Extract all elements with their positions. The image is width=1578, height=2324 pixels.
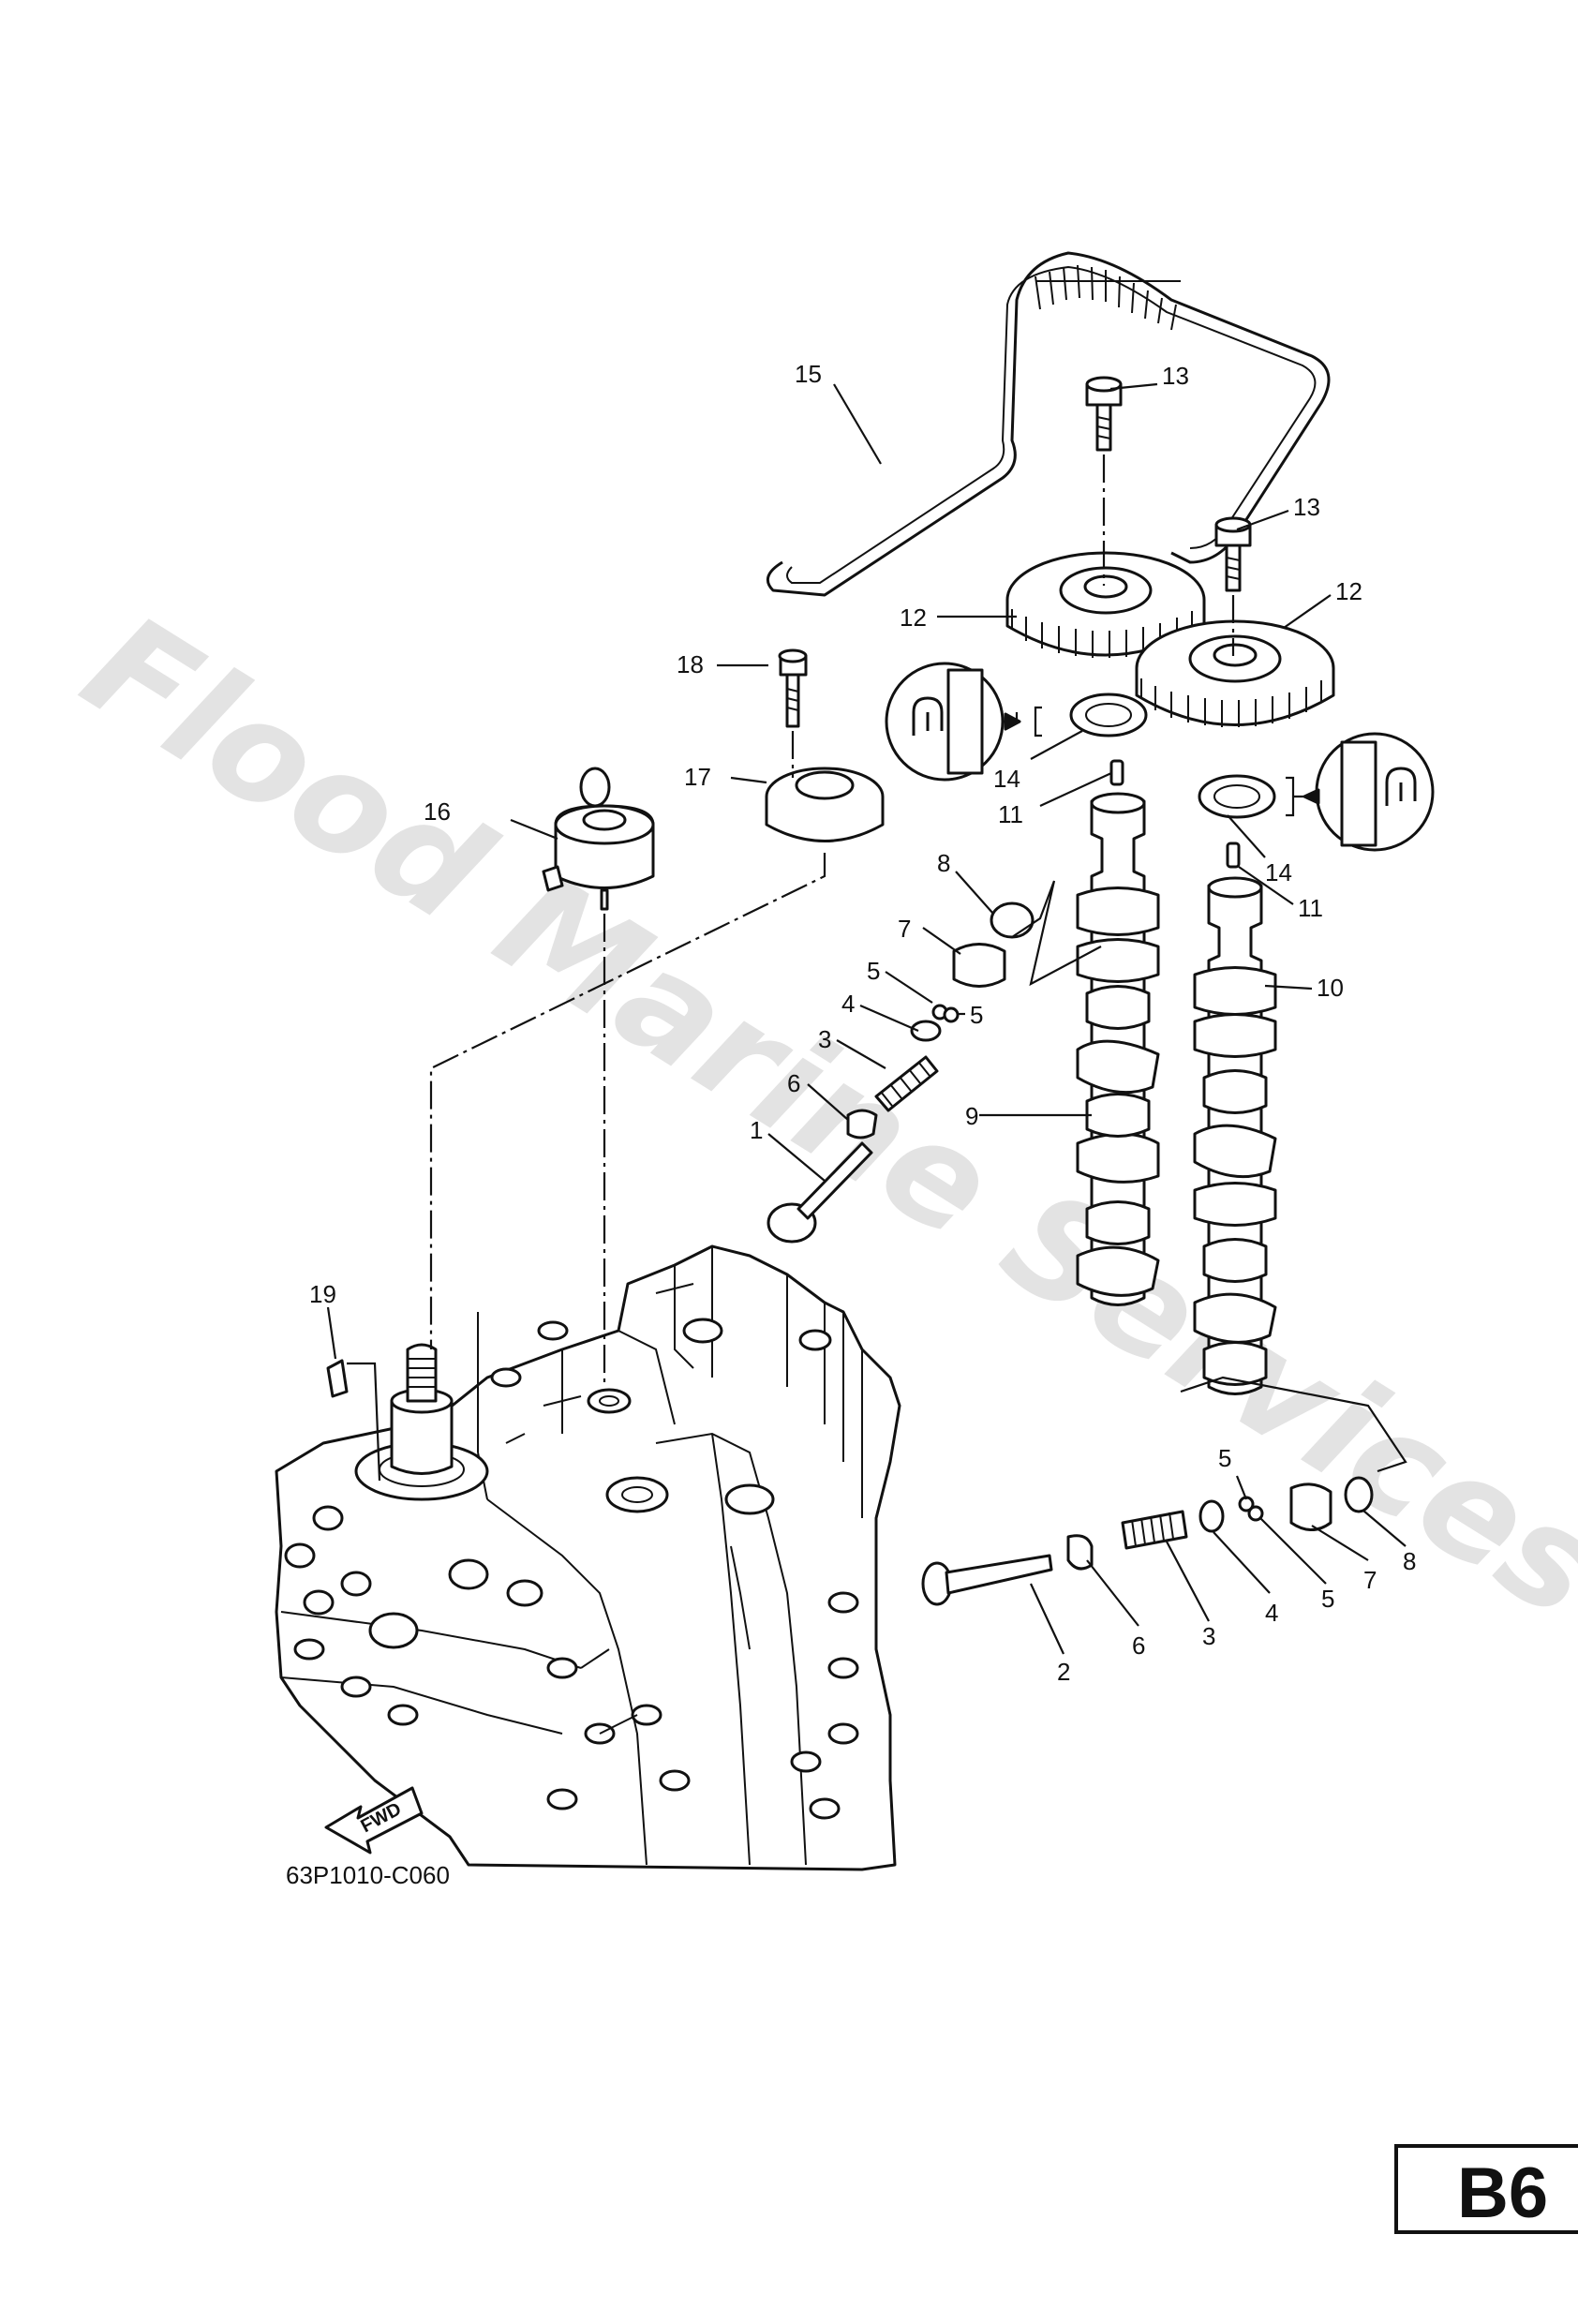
grease-apply-icon: [1286, 732, 1435, 852]
callout-10: 10: [1317, 974, 1344, 1002]
callout-3-lower: 3: [1202, 1622, 1215, 1650]
valve-spring-intake: [874, 1055, 939, 1112]
timing-belt-tensioner: [542, 767, 655, 911]
idler-pulley: [765, 767, 885, 842]
exhaust-valve: [921, 1554, 1053, 1606]
callout-11-exhaust: 11: [998, 800, 1023, 828]
callout-16: 16: [424, 797, 451, 826]
valve-stem-seal-intake: [846, 1109, 878, 1140]
callout-8-upper: 8: [937, 849, 950, 877]
valve-spring-exhaust: [1121, 1510, 1188, 1550]
callout-6-lower: 6: [1132, 1631, 1145, 1660]
callout-19: 19: [309, 1280, 336, 1308]
callout-7-lower: 7: [1363, 1566, 1377, 1594]
page-badge: B6: [1394, 2144, 1578, 2234]
valve-cotter-exhaust-b: [1247, 1505, 1264, 1522]
timing-belt: [766, 251, 1331, 597]
dowel-pin-intake: [1226, 842, 1241, 869]
valve-shim-intake: [952, 943, 1006, 988]
callout-12-intake: 12: [1335, 577, 1362, 605]
bracket-upper: [1011, 880, 1102, 987]
bracket-key: [347, 1362, 381, 1482]
callout-5-lower-a: 5: [1218, 1444, 1231, 1472]
woodruff-key: [326, 1359, 349, 1398]
page-badge-label: B6: [1457, 2153, 1548, 2233]
callout-13-exhaust: 13: [1162, 362, 1189, 390]
callout-2: 2: [1057, 1658, 1070, 1686]
valve-shim-exhaust: [1289, 1482, 1332, 1531]
idler-bolt: [778, 648, 808, 728]
dowel-pin-exhaust: [1109, 759, 1124, 786]
fwd-arrow-icon: FWD: [324, 1786, 424, 1855]
callout-5-lower-b: 5: [1321, 1585, 1334, 1613]
callout-3-upper: 3: [818, 1025, 831, 1053]
callout-8-lower: 8: [1403, 1547, 1416, 1575]
valve-lifter-exhaust: [1344, 1476, 1374, 1513]
callout-5-upper-b: 5: [970, 1001, 983, 1029]
callout-1: 1: [750, 1116, 763, 1144]
callout-6-upper: 6: [787, 1069, 800, 1097]
oil-seal-intake: [1198, 774, 1276, 819]
bracket-lower: [1180, 1376, 1407, 1473]
camshaft-exhaust: [1076, 792, 1160, 1306]
valve-retainer-intake: [910, 1020, 942, 1042]
callout-5-upper-a: 5: [867, 957, 880, 985]
oil-seal-exhaust: [1069, 693, 1148, 737]
callout-12-exhaust: 12: [900, 603, 927, 632]
callout-9: 9: [965, 1102, 978, 1130]
callout-11-intake: 11: [1298, 894, 1323, 922]
camshaft-pulley-intake: [1135, 619, 1335, 727]
grease-apply-icon: [885, 662, 1042, 782]
valve-lifter-intake: [990, 901, 1035, 939]
axis-idler: [429, 853, 826, 1349]
callout-7-upper: 7: [898, 915, 911, 943]
camshaft-intake: [1193, 876, 1277, 1395]
drawing-code: 63P1010-C060: [286, 1861, 450, 1889]
cylinder-head: [275, 1244, 901, 1871]
callout-4-lower: 4: [1265, 1599, 1278, 1627]
callout-17: 17: [684, 763, 711, 791]
callout-4-upper: 4: [841, 990, 855, 1018]
valve-cotter-intake-b: [943, 1006, 960, 1023]
callout-18: 18: [677, 650, 704, 678]
callout-13-intake: 13: [1293, 493, 1320, 521]
callout-14-intake: 14: [1265, 858, 1292, 886]
pulley-bolt-intake: [1214, 516, 1252, 592]
intake-valve: [767, 1141, 873, 1244]
leader-lines: [326, 382, 1407, 1655]
callouts: 15 13 13 12 12 18 17 16 14 11 14 11 10 9…: [309, 360, 1416, 1686]
callout-15: 15: [795, 360, 822, 388]
valve-retainer-exhaust: [1198, 1499, 1225, 1533]
valve-stem-seal-exhaust: [1066, 1534, 1094, 1571]
callout-14-exhaust: 14: [993, 765, 1020, 793]
